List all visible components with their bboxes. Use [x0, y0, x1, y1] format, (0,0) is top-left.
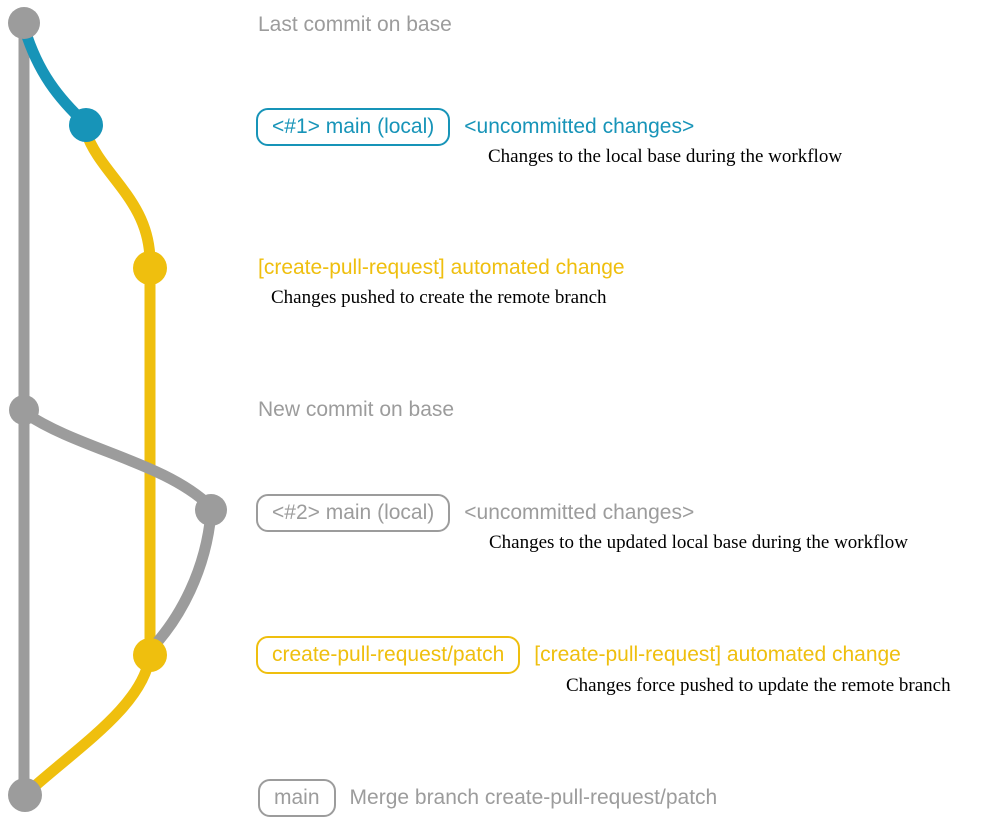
row-main-local-1: <#1> main (local) <uncommitted changes>	[256, 108, 694, 146]
row-patch-branch: create-pull-request/patch [create-pull-r…	[256, 636, 901, 674]
row-merge-main: main Merge branch create-pull-request/pa…	[258, 779, 717, 817]
merge-commit-message: Merge branch create-pull-request/patch	[349, 786, 718, 809]
uncommitted-changes-label-1: <uncommitted changes>	[464, 115, 695, 138]
patch-branch-line	[80, 126, 156, 661]
commit-dot-new-base	[9, 395, 39, 425]
row-automated-change-1: [create-pull-request] automated change	[258, 256, 625, 280]
uncommitted-changes-label-2: <uncommitted changes>	[464, 501, 695, 524]
branch-badge-main-local-2: <#2> main (local)	[256, 494, 451, 532]
local-branch-out-line	[19, 407, 217, 513]
desc-force-pushed-update-remote: Changes force pushed to update the remot…	[566, 675, 951, 696]
row-main-local-2: <#2> main (local) <uncommitted changes>	[256, 494, 694, 532]
commit-dot-automated-2	[133, 638, 167, 672]
label-new-commit-on-base: New commit on base	[258, 398, 454, 422]
branch-badge-main-local-1: <#1> main (local)	[256, 108, 451, 146]
commit-dot-main-local-2	[195, 494, 227, 526]
new-commit-text: New commit on base	[258, 398, 455, 421]
automated-change-label-1: [create-pull-request] automated change	[258, 256, 625, 279]
branch-badge-patch: create-pull-request/patch	[256, 636, 521, 674]
automated-change-label-2: [create-pull-request] automated change	[534, 643, 901, 666]
desc-local-base-changes: Changes to the local base during the wor…	[488, 146, 843, 167]
patch-merge-line	[21, 649, 156, 799]
branch-badge-main: main	[258, 779, 336, 817]
git-graph	[8, 7, 227, 812]
commit-dot-merge	[8, 778, 42, 812]
commit-dot-automated-1	[133, 251, 167, 285]
local-branch-in-line	[146, 507, 217, 654]
desc-updated-local-base-changes: Changes to the updated local base during…	[489, 532, 908, 553]
commit-dot-main-local-1	[69, 108, 103, 142]
commit-dot-last-base	[8, 7, 40, 39]
desc-pushed-create-remote: Changes pushed to create the remote bran…	[271, 287, 607, 308]
local-main-line	[19, 24, 92, 130]
label-last-commit-on-base: Last commit on base	[258, 13, 452, 37]
last-commit-text: Last commit on base	[258, 13, 452, 36]
